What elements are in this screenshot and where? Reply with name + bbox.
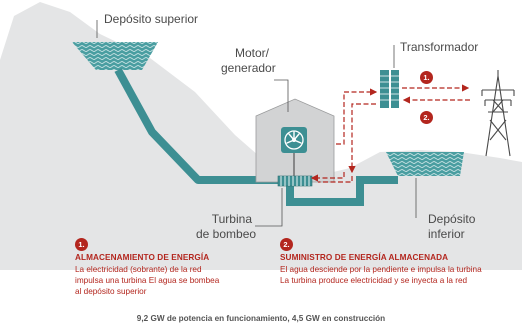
label-turbine-line1: Turbina bbox=[211, 212, 252, 226]
section-1-line-1: La electricidad (sobrante) de la red bbox=[75, 265, 202, 274]
leader-lines bbox=[96, 20, 417, 227]
section-2-line-1: El agua desciende por la pendiente e imp… bbox=[280, 265, 482, 274]
label-upper-reservoir: Depósito superior bbox=[104, 12, 199, 26]
label-lower-line1: Depósito bbox=[428, 212, 476, 226]
footer-capacity-note: 9,2 GW de potencia en funcionamiento, 4,… bbox=[136, 314, 386, 323]
transformer-icon bbox=[380, 70, 399, 108]
label-transformer: Transformador bbox=[400, 40, 479, 54]
label-motor-generator: Motor/ generador bbox=[221, 46, 276, 76]
penstock-pipe bbox=[114, 68, 282, 184]
section-1-line-2: impulsa una turbina El agua se bombea bbox=[75, 276, 220, 285]
lower-reservoir-water bbox=[386, 152, 464, 176]
section-2-badge: 2. bbox=[280, 238, 293, 251]
generator-icon bbox=[281, 127, 307, 153]
arrow-badge-1: 1. bbox=[420, 71, 433, 84]
label-lower-line2: inferior bbox=[428, 227, 465, 241]
upper-reservoir-water bbox=[72, 42, 158, 70]
section-2-line-2: La turbina produce electricidad y se iny… bbox=[280, 276, 468, 285]
label-motor-line1: Motor/ bbox=[234, 46, 269, 60]
section-1-badge: 1. bbox=[75, 238, 88, 251]
section-1-title: ALMACENAMIENTO DE ENERGÍA bbox=[75, 253, 210, 262]
arrow-badge-2: 2. bbox=[420, 111, 433, 124]
power-flow-lines bbox=[310, 84, 470, 183]
section-2-title: SUMINISTRO DE ENERGÍA ALMACENADA bbox=[280, 253, 449, 262]
label-lower-reservoir: Depósito inferior bbox=[428, 212, 475, 242]
power-pylon-icon bbox=[481, 70, 515, 157]
section-1-line-3: al depósito superior bbox=[75, 287, 147, 296]
tailrace-pipe bbox=[286, 176, 398, 206]
label-turbine-line2: de bombeo bbox=[196, 227, 257, 241]
label-pump-turbine: Turbina de bombeo bbox=[196, 212, 257, 242]
label-motor-line2: generador bbox=[221, 61, 276, 75]
pump-turbine-icon bbox=[277, 175, 313, 187]
